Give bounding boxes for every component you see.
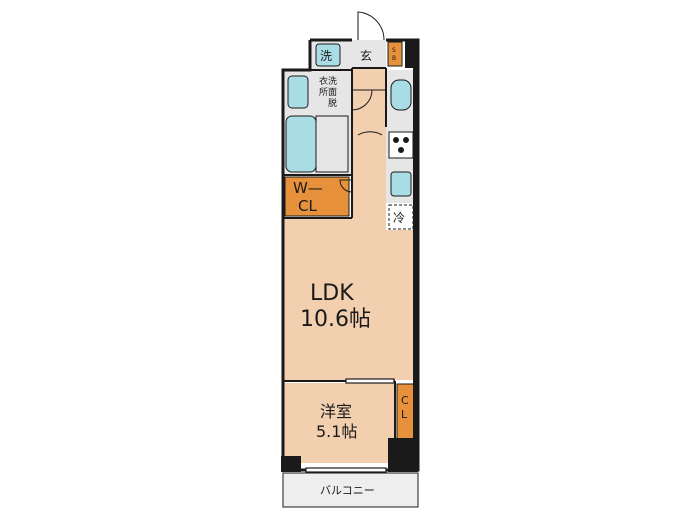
entrance-door (357, 11, 385, 41)
bathtub (285, 115, 317, 173)
wash-basin (287, 75, 309, 109)
refrigerator (388, 204, 414, 230)
shoe-box (387, 41, 403, 67)
toilet (390, 79, 412, 111)
walk-in-closet (284, 176, 350, 217)
western-room-floor (283, 383, 395, 463)
stove (388, 131, 414, 159)
washroom-label-line1: 衣洗 (319, 75, 337, 87)
entrance-label: 玄 (360, 48, 372, 63)
entrance-floor (352, 40, 386, 68)
windows (305, 378, 395, 473)
ldk-label: LDK (310, 281, 354, 306)
structural-walls (281, 40, 419, 472)
ldk-size-label: 10.6帖 (300, 307, 371, 332)
fixtures (285, 41, 414, 230)
balcony-label: バルコニー (320, 484, 375, 497)
ldk-door (357, 131, 383, 136)
shoe-box-label-b: B (392, 55, 396, 62)
interior-walls (283, 67, 396, 440)
wic-door (339, 179, 353, 193)
washroom-label-line3: 脱 (328, 97, 337, 109)
washroom-label-line2: 所面 (319, 87, 337, 98)
refrigerator-label: 冷 (393, 211, 405, 225)
doors (339, 11, 386, 193)
labels: LDK 10.6帖 洋室 5.1帖 W— CL C L 衣洗 所面 脱 洗 玄 … (293, 47, 409, 497)
balcony (282, 472, 419, 508)
closet-label-line1: C (401, 394, 409, 407)
western-room-label: 洋室 (320, 402, 352, 421)
kitchen-sink (390, 171, 412, 197)
closet-label-line2: L (401, 408, 408, 421)
washing-machine (315, 43, 341, 67)
shoe-box-label-s: S (392, 47, 396, 54)
western-room-size-label: 5.1帖 (316, 422, 357, 441)
washing-machine-label: 洗 (320, 49, 332, 63)
wic-label-line2: CL (298, 197, 317, 215)
ldk-floor (283, 135, 415, 380)
wic-label-line1: W— (293, 179, 323, 197)
